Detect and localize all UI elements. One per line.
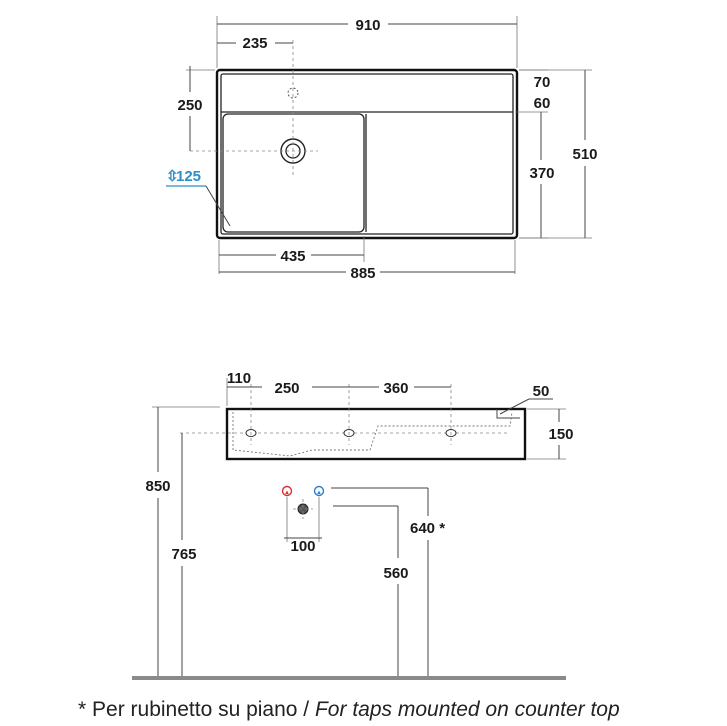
- dim-rim-back: 70: [534, 74, 551, 91]
- dim-basin-height: 150: [548, 426, 573, 443]
- top-view: 910 235 250 ⇳ 125 70 60 370 510: [166, 16, 598, 282]
- dim-right-depth: 370: [529, 165, 554, 182]
- dim-tap-spacing: 100: [290, 538, 315, 555]
- dim-total-height: 850: [145, 478, 170, 495]
- dim-rim-height: 50: [533, 383, 550, 400]
- leader-line: [499, 398, 530, 415]
- hot-water-symbol-icon: ▲: [284, 490, 290, 496]
- side-view: 110 250 360 50 150 850 765 ▲ ▲: [132, 370, 574, 680]
- rim-step: [496, 409, 520, 419]
- hot-water-icon: [281, 485, 293, 497]
- dim-drain-height: 560: [383, 565, 408, 582]
- bowl-depth-arrow-icon: ⇳: [166, 168, 179, 185]
- dim-depth-top: 250: [177, 97, 202, 114]
- dim-overall-width: 910: [355, 17, 380, 34]
- leader-line: [205, 185, 231, 227]
- cold-water-icon: [313, 485, 325, 497]
- cold-water-symbol-icon: ▲: [316, 490, 322, 496]
- footnote: * Per rubinetto su piano / For taps moun…: [78, 698, 718, 722]
- footnote-italian: * Per rubinetto su piano /: [78, 698, 315, 721]
- floor-line: [132, 676, 566, 680]
- footnote-english: For taps mounted on counter top: [314, 698, 620, 721]
- dim-tap-offset: 235: [242, 35, 267, 52]
- dim-overall-depth: 510: [572, 146, 597, 163]
- dim-edge-offset: 110: [227, 370, 251, 387]
- basin-side-outline: [225, 407, 527, 461]
- tap-hole: [287, 87, 299, 99]
- dim-bowl-width: 435: [280, 248, 305, 265]
- bowl-outline: [222, 113, 365, 233]
- dim-rim-step: 60: [534, 95, 551, 112]
- dim-tap-height: 640 *: [410, 520, 445, 537]
- dim-hole-spacing-a: 250: [274, 380, 299, 397]
- dim-hole-spacing-b: 360: [383, 380, 408, 397]
- basin-outline: [215, 68, 519, 240]
- dim-install-height: 765: [171, 546, 196, 563]
- dim-bowl-depth: 125: [176, 168, 201, 185]
- basin-rim: [220, 73, 514, 235]
- dim-inner-width: 885: [350, 265, 375, 282]
